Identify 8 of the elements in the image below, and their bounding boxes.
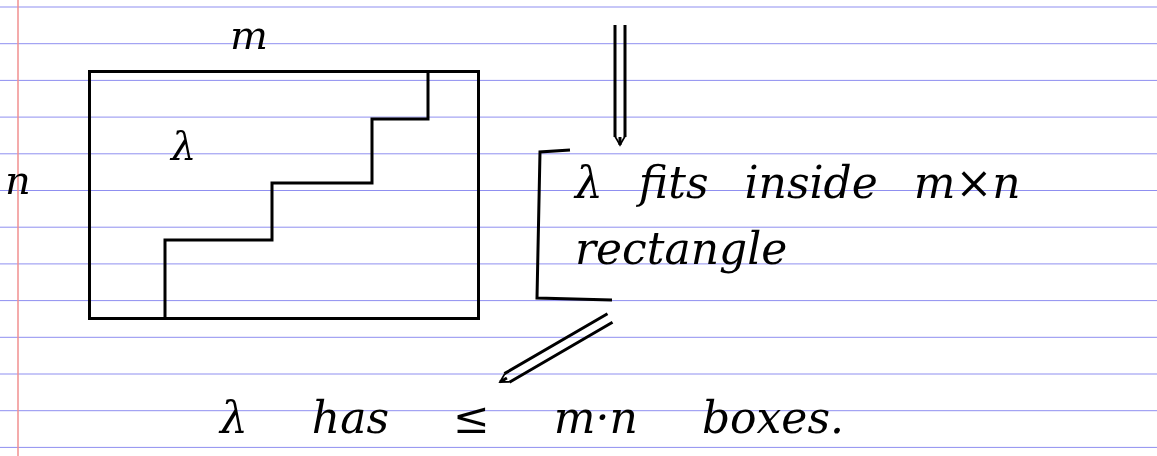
double-arrow [498, 312, 614, 384]
statement-text: λ has ≤ m·n boxes. [220, 391, 845, 445]
dimension-label: m [230, 15, 268, 55]
rectangle-box [88, 70, 480, 320]
statement-text: λ fits inside m×n rectangle [575, 156, 1022, 276]
lambda-label: λ [171, 123, 197, 169]
dimension-label: n [5, 160, 31, 200]
double-arrow [613, 23, 627, 147]
